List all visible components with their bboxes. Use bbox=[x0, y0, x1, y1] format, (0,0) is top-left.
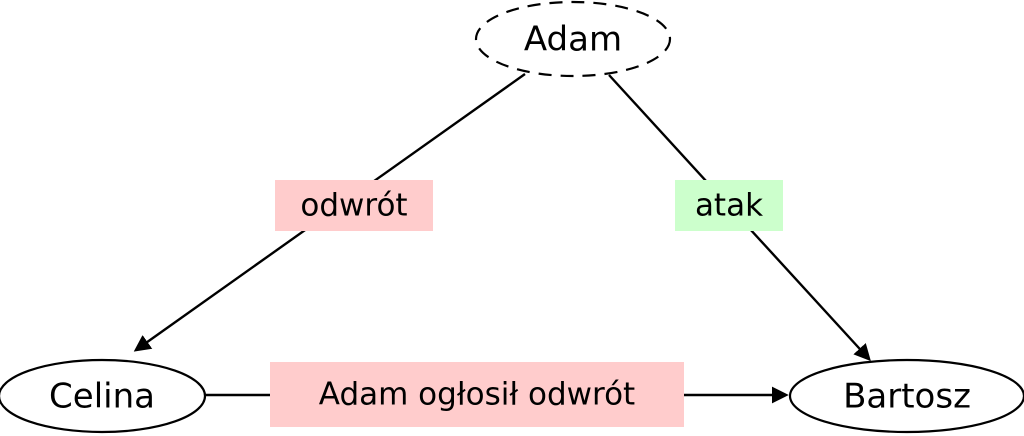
edge-label-atak: atak bbox=[675, 180, 783, 231]
edge-label-odwrot-text: odwrót bbox=[300, 188, 407, 224]
node-celina-label: Celina bbox=[49, 377, 155, 417]
node-adam[interactable]: Adam bbox=[474, 0, 672, 78]
edge-label-odwrot: odwrót bbox=[275, 180, 433, 231]
node-bartosz-label: Bartosz bbox=[843, 377, 971, 417]
node-bartosz-ellipse[interactable] bbox=[788, 358, 1024, 434]
node-bartosz[interactable]: Bartosz bbox=[788, 358, 1024, 434]
edge-label-adam-oglosil-odwrot: Adam ogłosił odwrót bbox=[270, 362, 684, 427]
node-celina-ellipse[interactable] bbox=[0, 358, 207, 434]
edge-label-atak-background bbox=[675, 180, 783, 231]
edge-label-atak-text: atak bbox=[695, 188, 763, 224]
edge-label-adam-oglosil-odwrot-text: Adam ogłosił odwrót bbox=[319, 377, 635, 413]
node-adam-ellipse[interactable] bbox=[474, 0, 672, 78]
edge-label-odwrot-background bbox=[275, 180, 433, 231]
edge-label-adam-oglosil-odwrot-background bbox=[270, 362, 684, 427]
node-celina[interactable]: Celina bbox=[0, 358, 207, 434]
node-adam-label: Adam bbox=[524, 20, 622, 60]
